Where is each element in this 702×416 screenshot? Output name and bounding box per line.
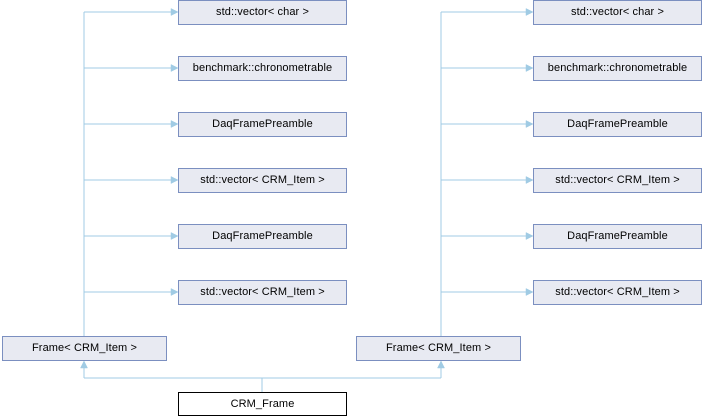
usage-arrowhead-left-1 — [170, 64, 179, 72]
class-node-label: std::vector< CRM_Item > — [555, 286, 680, 298]
class-node-label: std::vector< CRM_Item > — [200, 174, 325, 186]
class-node-l4[interactable]: DaqFramePreamble — [178, 224, 347, 249]
class-node-label: CRM_Frame — [230, 397, 295, 410]
class-node-label: Frame< CRM_Item > — [31, 342, 137, 354]
class-node-l0[interactable]: std::vector< char > — [178, 0, 347, 25]
class-node-l1[interactable]: benchmark::chronometrable — [178, 56, 347, 81]
class-node-label: DaqFramePreamble — [212, 230, 313, 242]
usage-arrowhead-right-4 — [525, 232, 534, 240]
usage-arrowhead-left-4 — [170, 232, 179, 240]
class-node-label: Frame< CRM_Item > — [385, 342, 491, 354]
class-node-label: DaqFramePreamble — [567, 230, 668, 242]
class-node-l5[interactable]: std::vector< CRM_Item > — [178, 280, 347, 305]
inherit-arrowhead-0 — [80, 360, 88, 369]
usage-arrowhead-right-1 — [525, 64, 534, 72]
class-node-crm[interactable]: CRM_Frame — [178, 392, 347, 416]
class-node-label: benchmark::chronometrable — [547, 62, 688, 74]
class-node-rbase[interactable]: Frame< CRM_Item > — [356, 336, 521, 361]
class-node-label: std::vector< char > — [571, 6, 664, 18]
usage-arrowhead-right-0 — [525, 8, 534, 16]
class-node-label: std::vector< char > — [216, 6, 309, 18]
class-node-r3[interactable]: std::vector< CRM_Item > — [533, 168, 702, 193]
class-node-l3[interactable]: std::vector< CRM_Item > — [178, 168, 347, 193]
class-node-r2[interactable]: DaqFramePreamble — [533, 112, 702, 137]
class-node-r0[interactable]: std::vector< char > — [533, 0, 702, 25]
class-node-label: DaqFramePreamble — [212, 118, 313, 130]
class-node-label: std::vector< CRM_Item > — [555, 174, 680, 186]
class-node-l2[interactable]: DaqFramePreamble — [178, 112, 347, 137]
usage-arrowhead-left-3 — [170, 176, 179, 184]
class-node-lbase[interactable]: Frame< CRM_Item > — [2, 336, 167, 361]
usage-arrowhead-left-0 — [170, 8, 179, 16]
class-node-r1[interactable]: benchmark::chronometrable — [533, 56, 702, 81]
usage-arrowhead-left-5 — [170, 288, 179, 296]
class-node-label: std::vector< CRM_Item > — [200, 286, 325, 298]
class-node-label: benchmark::chronometrable — [192, 62, 333, 74]
usage-arrowhead-right-2 — [525, 120, 534, 128]
usage-arrowhead-left-2 — [170, 120, 179, 128]
usage-arrowhead-right-5 — [525, 288, 534, 296]
class-node-r5[interactable]: std::vector< CRM_Item > — [533, 280, 702, 305]
inherit-arrowhead-1 — [437, 360, 445, 369]
class-node-label: DaqFramePreamble — [567, 118, 668, 130]
class-node-r4[interactable]: DaqFramePreamble — [533, 224, 702, 249]
usage-arrowhead-right-3 — [525, 176, 534, 184]
